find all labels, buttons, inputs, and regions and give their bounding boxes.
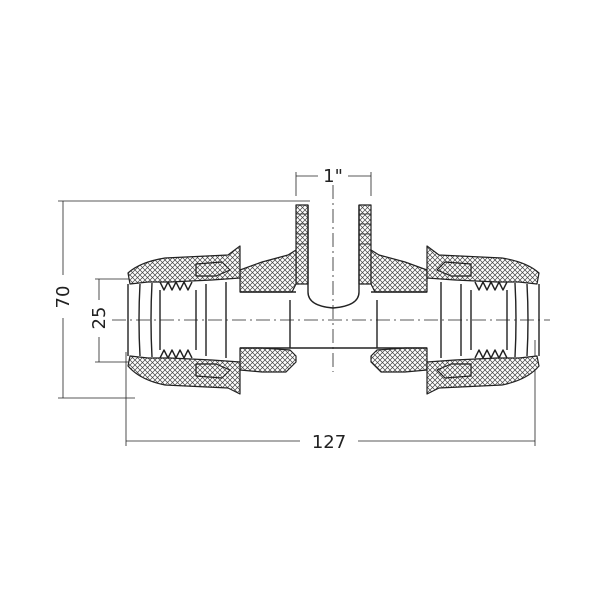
- dimension-overall-length: 127: [125, 340, 536, 453]
- branch-outlet: [295, 204, 372, 309]
- dimension-overall-height: 70: [53, 200, 310, 399]
- dimension-thread: 1": [295, 166, 372, 196]
- overall-length-label: 127: [312, 432, 346, 453]
- bore-label: 25: [89, 307, 110, 330]
- right-compression-nut: [405, 245, 540, 395]
- thread-label: 1": [323, 166, 343, 187]
- tee-body: [239, 249, 428, 373]
- overall-height-label: 70: [53, 286, 74, 309]
- left-compression-nut: [127, 245, 262, 395]
- dimension-bore: 25: [89, 278, 130, 363]
